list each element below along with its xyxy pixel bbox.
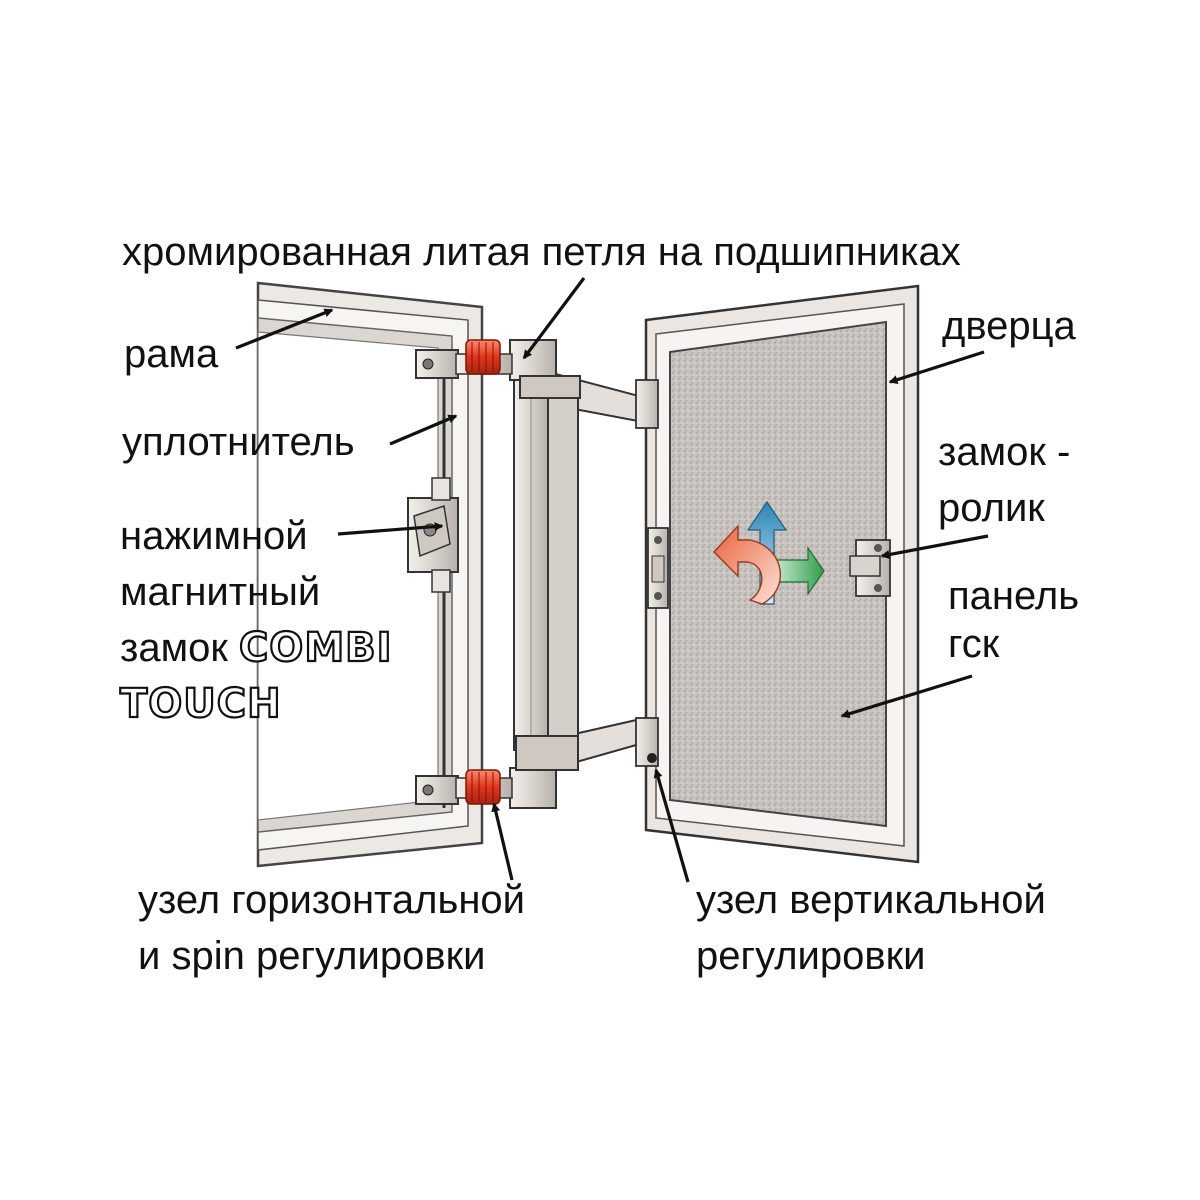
horiz-adj-line-2: и spin регулировки <box>138 934 486 978</box>
horiz-adj-leader <box>491 802 514 881</box>
hinge-drawing <box>455 339 655 809</box>
horiz-adj-label: узел горизонтальной и spin регулировки <box>138 872 525 984</box>
vert-adj-line-1: узел вертикальной <box>696 878 1046 922</box>
panel-label: панель гск <box>948 572 1079 668</box>
panel-line-2: гск <box>948 622 1000 666</box>
push-lock-brand-1: COMBI <box>238 624 393 672</box>
push-lock-brand-2: TOUCH <box>119 680 282 728</box>
push-lock-line-1: нажимной <box>120 514 308 558</box>
vert-adj-leader <box>653 768 690 883</box>
push-lock-line-3: замок COMBI <box>120 620 393 676</box>
roller-lock-line-2: ролик <box>938 486 1045 530</box>
horiz-adj-line-1: узел горизонтальной <box>138 878 526 922</box>
leader-arrows <box>235 277 989 883</box>
door-leader <box>888 350 985 385</box>
seal-label: уплотнитель <box>122 420 355 464</box>
frame-leader <box>235 308 334 350</box>
red-cap-bottom <box>465 769 501 805</box>
push-lock-label: нажимной магнитный замок COMBI TOUCH <box>119 508 393 732</box>
push-lock-leader <box>337 522 444 536</box>
panel-line-1: панель <box>948 574 1080 618</box>
hinge-leader <box>522 277 586 360</box>
seal-leader <box>389 414 458 446</box>
roller-lock-line-1: замок - <box>938 430 1071 474</box>
roller-lock-label: замок - ролик <box>938 424 1070 536</box>
red-cap-top <box>465 339 501 375</box>
frame-label: рама <box>124 332 219 376</box>
panel-leader <box>840 674 973 719</box>
roller-lock-leader <box>880 534 989 560</box>
hinge-label: хромированная литая петля на подшипниках <box>122 230 961 274</box>
push-lock-line-2: магнитный <box>120 570 321 614</box>
push-lock-prefix: замок <box>120 626 239 670</box>
vert-adj-label: узел вертикальной регулировки <box>696 872 1046 984</box>
adjustment-arrows <box>713 500 825 605</box>
door-label: дверца <box>942 304 1076 348</box>
vert-adj-line-2: регулировки <box>696 934 926 978</box>
